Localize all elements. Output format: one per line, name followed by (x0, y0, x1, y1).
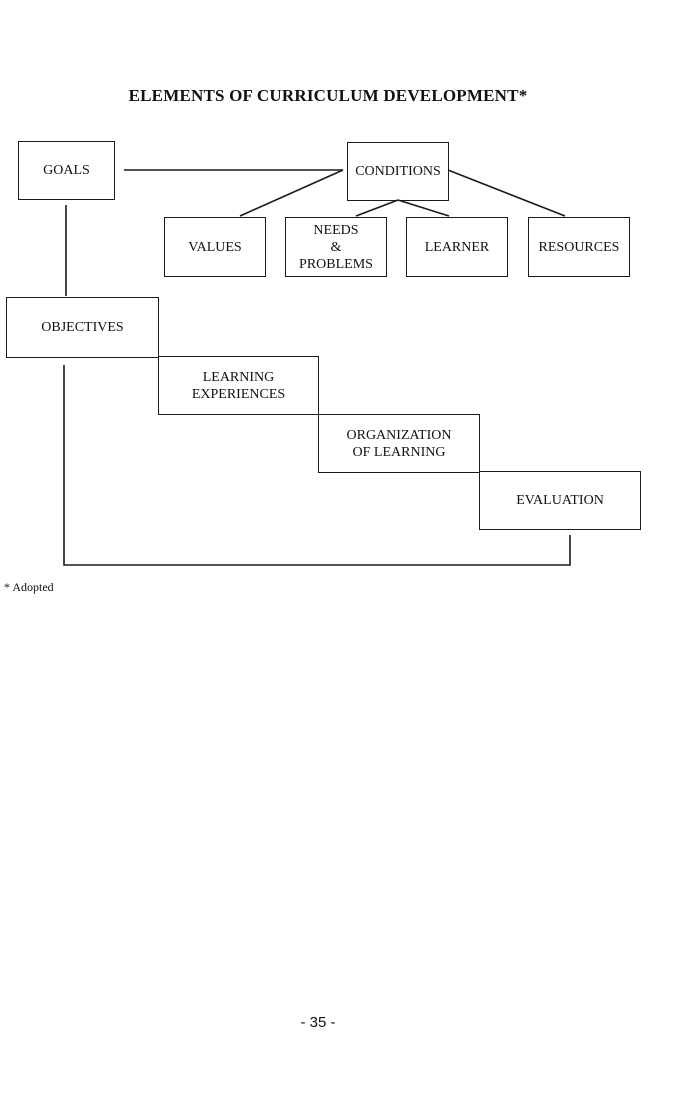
goals-box: GOALS (18, 141, 115, 200)
evaluation-label: EVALUATION (516, 493, 604, 508)
goals-label: GOALS (43, 163, 90, 178)
connector-conditions-learner (397, 199, 450, 217)
learning-experiences-box: LEARNING EXPERIENCES (158, 356, 319, 415)
page-number: - 35 - (300, 1014, 336, 1031)
resources-label: RESOURCES (538, 239, 620, 255)
organization-label: ORGANIZATION (346, 427, 452, 443)
resources-box: RESOURCES (528, 217, 630, 277)
objectives-box: OBJECTIVES (6, 297, 159, 358)
problems-label: PROBLEMS (299, 256, 373, 272)
diagram-title: ELEMENTS OF CURRICULUM DEVELOPMENT* (128, 86, 528, 105)
learner-label: LEARNER (424, 239, 490, 255)
conditions-box: CONDITIONS (347, 142, 449, 201)
of-learning-label: OF LEARNING (352, 444, 446, 460)
experiences-label: EXPERIENCES (191, 386, 286, 402)
connector-conditions-needs (355, 199, 399, 217)
ampersand-label: & (330, 239, 342, 255)
feedback-loop (63, 365, 571, 566)
connector-conditions-values (239, 169, 344, 217)
needs-problems-box: NEEDS & PROBLEMS (285, 217, 387, 277)
values-box: VALUES (164, 217, 266, 277)
needs-label: NEEDS (313, 222, 359, 238)
learner-box: LEARNER (406, 217, 508, 277)
evaluation-box: EVALUATION (479, 471, 641, 530)
values-label: VALUES (188, 239, 242, 255)
objectives-label: OBJECTIVES (41, 320, 124, 335)
organization-of-learning-box: ORGANIZATION OF LEARNING (318, 414, 480, 473)
learning-label: LEARNING (202, 369, 275, 385)
conditions-label: CONDITIONS (355, 164, 441, 179)
footnote: * Adopted (4, 580, 54, 594)
connector-conditions-resources (447, 169, 566, 217)
